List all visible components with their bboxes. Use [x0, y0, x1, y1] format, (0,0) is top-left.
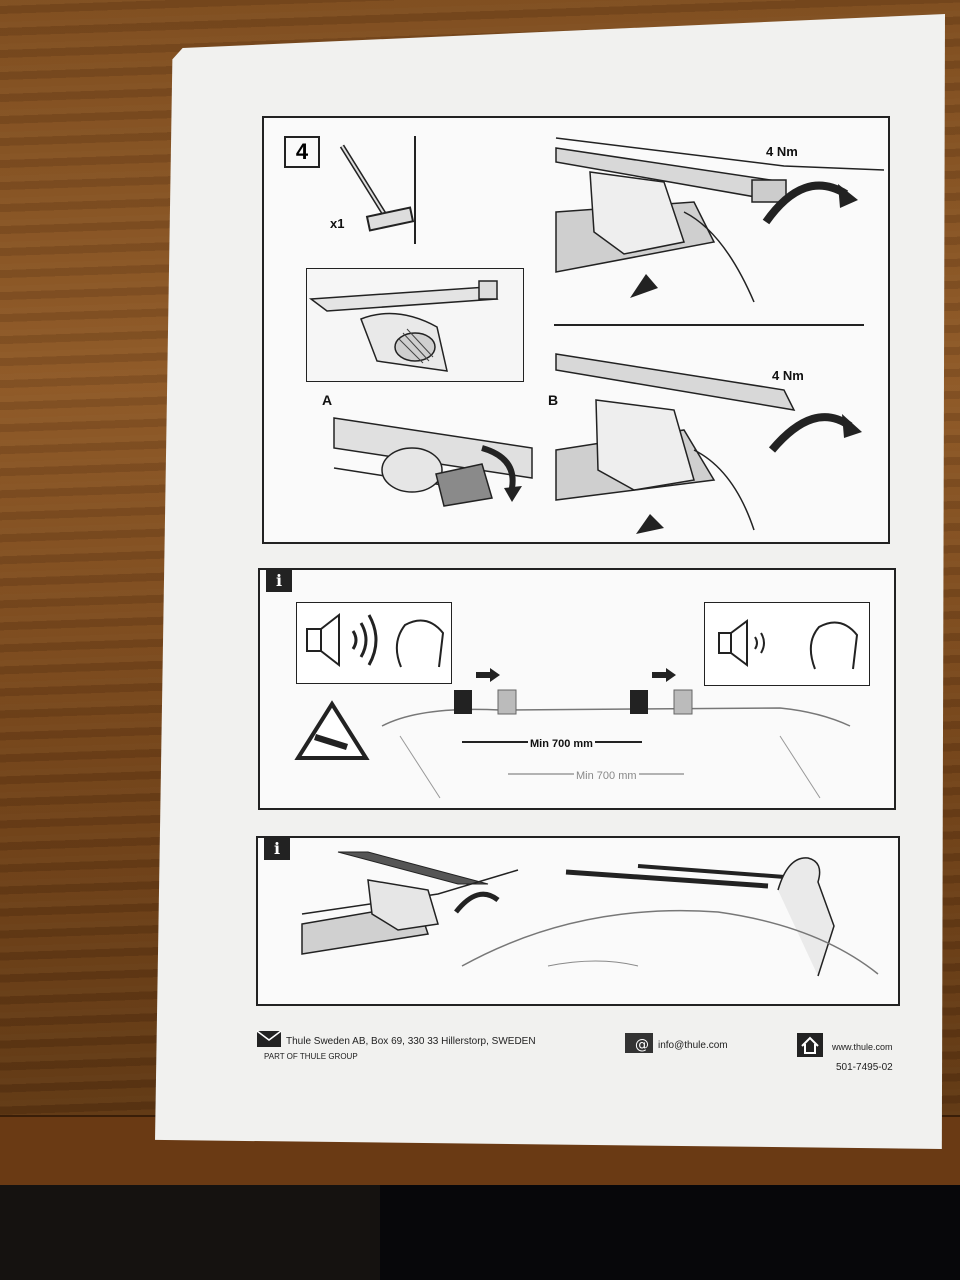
bar-tighten-drawing: [301, 851, 519, 955]
info-icon: i: [266, 570, 292, 592]
envelope-icon: [256, 1030, 282, 1047]
info-panel-mounting: i: [256, 836, 900, 1006]
quantity-label: x1: [330, 216, 345, 231]
panel-divider: [554, 324, 864, 326]
speaker-icon: [306, 612, 445, 668]
step-number-box: 4: [284, 136, 320, 168]
crosswind-warning-icon: [294, 700, 370, 760]
footer-group: PART OF THULE GROUP: [264, 1052, 358, 1061]
footer-doc-number: 501-7495-02: [836, 1062, 893, 1073]
email-at-icon: @: [625, 1033, 653, 1053]
measure-front-label: Min 700 mm: [528, 738, 595, 750]
divider: [414, 136, 416, 244]
label-a: A: [322, 392, 333, 408]
step-4-panel: 4 x1 A B 4 Nm 4 Nm: [262, 116, 890, 544]
inset-detail: [306, 268, 524, 382]
roof-mounting-drawing: [461, 857, 879, 977]
info-icon: i: [264, 838, 290, 860]
footer-address: Thule Sweden AB, Box 69, 330 33 Hillerst…: [286, 1036, 536, 1047]
measure-rear-label: Min 700 mm: [574, 770, 639, 782]
person-figure: [777, 857, 835, 977]
label-b: B: [548, 392, 559, 408]
info-panel-spacing: i Min 700 mm Min 700 mm: [258, 568, 896, 810]
loud-callout: [296, 602, 452, 684]
speaker-quiet-icon: [718, 619, 859, 670]
allen-key-icon: [339, 144, 415, 232]
head-quiet-icon: [809, 621, 859, 670]
footer-email: info@thule.com: [658, 1040, 728, 1051]
roof-spacing-drawing: [381, 668, 851, 799]
svg-text:@: @: [635, 1037, 649, 1053]
drawing-b-tighten-top: [555, 137, 885, 303]
torque-label-bottom: 4 Nm: [772, 368, 804, 383]
floor: [0, 1185, 960, 1280]
torque-label-top: 4 Nm: [766, 144, 798, 159]
house-icon: [797, 1033, 823, 1057]
profile-detail-drawing: [308, 280, 499, 372]
head-icon: [395, 619, 445, 668]
quiet-callout: [704, 602, 870, 686]
drawing-a-cover-open: [333, 417, 533, 507]
footer-web: www.thule.com: [832, 1042, 893, 1052]
drawing-b-tighten-bottom: [555, 353, 862, 534]
